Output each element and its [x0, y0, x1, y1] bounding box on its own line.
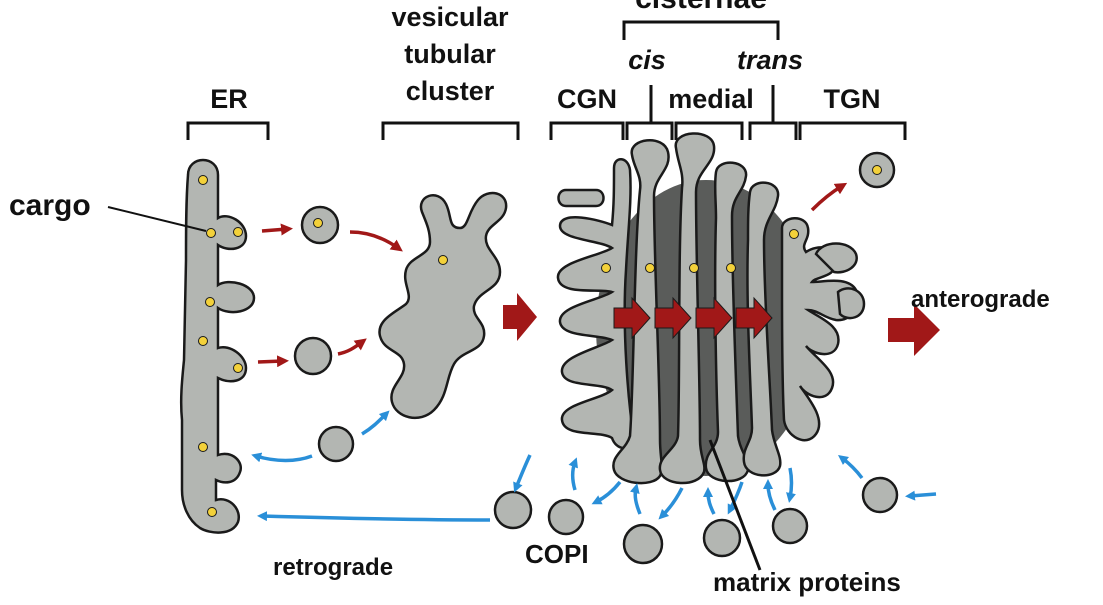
anterograde-big-arrows [503, 293, 940, 356]
label-medial: medial [668, 84, 754, 114]
label-trans: trans [736, 45, 804, 75]
medial-cisterna-1 [658, 132, 716, 485]
vtc-membrane [378, 191, 508, 420]
tgn-lobes [814, 242, 866, 320]
stack-cargo-dots [601, 263, 736, 273]
label-cis: cis [628, 45, 666, 75]
cgn-buds [557, 188, 605, 208]
vesicle-retro-1 [317, 425, 355, 463]
label-vtc-line3: cluster [405, 76, 495, 106]
label-cisternae: cisternae [635, 0, 767, 14]
label-anterograde: anterograde [911, 286, 1050, 313]
label-er: ER [210, 84, 248, 114]
bracket-medial [674, 121, 744, 140]
label-vtc-line1: vesicular [391, 2, 509, 32]
label-copi: COPI [525, 539, 589, 569]
bracket-er [186, 121, 270, 140]
brackets [186, 20, 907, 140]
bracket-trans [748, 121, 798, 140]
label-cgn: CGN [557, 84, 617, 114]
label-cargo: cargo [9, 189, 91, 222]
matrix-pointer-line [708, 439, 762, 571]
label-vtc-line2: tubular [404, 39, 496, 69]
anterograde-small-arrows [257, 182, 848, 368]
bracket-cgn [549, 121, 625, 140]
retrograde-arrows [251, 410, 937, 522]
cargo-pointer-line [107, 206, 207, 232]
vesicles-er-vtc [293, 205, 340, 376]
copi-vesicles [493, 476, 899, 565]
er-membrane [179, 158, 256, 534]
label-retrograde: retrograde [273, 554, 394, 581]
bracket-tgn [798, 121, 907, 140]
bracket-vtc [381, 121, 520, 140]
label-matrix-proteins: matrix proteins [713, 567, 901, 597]
bracket-cisternae [622, 20, 780, 40]
stack-red-arrows [613, 296, 773, 340]
bracket-cis [625, 121, 674, 140]
label-vtc: vesicular tubular cluster [370, 4, 530, 105]
label-tgn: TGN [823, 84, 881, 114]
er-cargo-dots [198, 175, 243, 517]
